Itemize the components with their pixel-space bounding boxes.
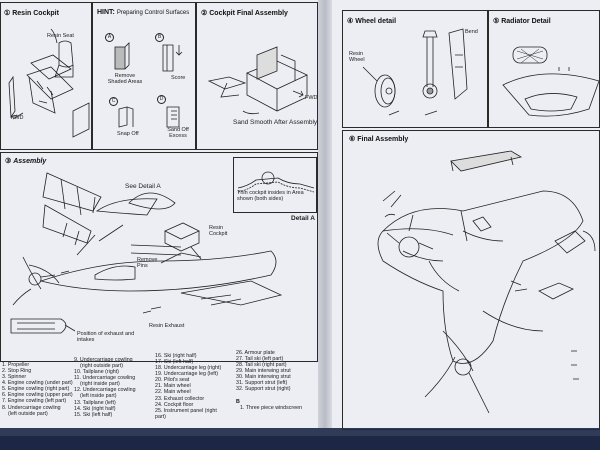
cockpit-assembly-drawing: [207, 46, 308, 115]
part-item: 15. Ski (left half): [74, 411, 113, 418]
part-item: 32. Support strut (right): [236, 386, 291, 393]
instruction-sheet: [0, 0, 600, 440]
part-item: 30. Main interwing strut: [236, 374, 291, 381]
part-item: 28. Tail ski (right part): [236, 362, 287, 369]
label-score: Score: [171, 75, 186, 81]
part-item: (right outside part): [80, 363, 123, 370]
label-fwd: FWD: [11, 115, 24, 121]
part-item: 19. Undercarriage leg (left): [155, 371, 219, 378]
part-item: 5. Engine cowling (right part): [2, 386, 70, 393]
parts-list-col-1: 1. Propeller 2. Stop Ring 3. Spinner 4. …: [2, 362, 73, 417]
final-assembly-drawing: [377, 150, 596, 414]
label-exhaust-position: Position of exhaust and intakes: [77, 331, 135, 344]
part-item: 6. Engine cowling (upper part): [2, 392, 73, 399]
detail-note: Thin cockpit insides in Area shown (both…: [237, 190, 304, 203]
parts-list-col-3: 16. Ski (right half) 17. Ski (left half)…: [155, 353, 221, 420]
panel-title: ⑤ Radiator Detail: [493, 18, 551, 25]
hint-letter-d: D: [157, 95, 166, 104]
panel-radiator-detail: ⑤ Radiator Detail: [488, 10, 600, 128]
part-item: (left outside part): [8, 410, 48, 417]
part-item: 14. Ski (right half): [74, 405, 116, 412]
label-sand-smooth: Sand Smooth After Assembly: [233, 119, 318, 126]
part-item: 11. Undercarriage cowling: [74, 375, 136, 382]
part-item: 9. Undercarriage cowling: [74, 357, 133, 363]
part-item: 27. Tail ski (left part): [236, 356, 284, 363]
label-fwd: FWD: [305, 95, 318, 101]
label-bend: Bend: [465, 29, 478, 35]
hint-drawings: [114, 42, 183, 128]
wheel-drawing: [362, 28, 468, 116]
part-item: (left inside part): [80, 393, 117, 400]
part-item: 29. Main interwing strut: [236, 368, 291, 375]
label-snap-off: Snap Off: [117, 131, 139, 137]
hint-letter-a: A: [105, 33, 114, 42]
parts-list-col-4: 26. Armour plate 27. Tail ski (left part…: [236, 350, 302, 411]
panel-assembly: ③ Assembly See Detail A Resin Cockpit Re…: [0, 152, 318, 362]
table-edge: [0, 436, 600, 450]
part-item: 10. Tailplane (right): [74, 369, 119, 376]
part-item: 18. Undercarriage leg (right): [155, 365, 222, 372]
hint-letter-c: C: [109, 97, 118, 106]
part-item: 12. Undercarriage cowling: [74, 387, 136, 394]
part-item: 26. Armour plate: [236, 350, 275, 356]
panel-title: ③ Assembly: [5, 158, 47, 165]
section-b-title: B: [236, 398, 240, 405]
label-remove-pins: Remove Pins: [137, 257, 158, 270]
label-resin-wheel: Resin Wheel: [349, 51, 365, 64]
part-item: 8. Undercarriage cowling: [2, 404, 61, 411]
part-item: 13. Tailplane (left): [74, 399, 116, 406]
label-remove-shaded: Remove Shaded Areas: [107, 73, 143, 86]
panel-wheel-detail: ④ Wheel detail Bend Resin Wheel: [342, 10, 488, 128]
part-item: 1. Three piece windscreen: [240, 404, 303, 411]
part-item: 17. Ski (left half): [155, 359, 194, 366]
label-resin-exhaust: Resin Exhaust: [149, 323, 185, 329]
part-item: 23. Exhaust collector: [155, 395, 205, 402]
part-item: 31. Support strut (left): [236, 380, 288, 387]
part-item: 24. Cockpit floor: [155, 401, 194, 408]
page-fold: [318, 0, 332, 440]
panel-cockpit-final: ② Cockpit Final Assembly FWD Sand Smooth…: [196, 2, 318, 150]
cockpit-parts-drawing: [8, 28, 90, 138]
parts-list-col-2: 9. Undercarriage cowling (right outside …: [74, 357, 136, 418]
panel-title: ⑥ Final Assembly: [349, 136, 409, 143]
panel-final-assembly: ⑥ Final Assembly: [342, 130, 600, 430]
detail-a-title: Detail A: [291, 215, 315, 222]
panel-resin-cockpit: ① Resin Cockpit Resin Seat FWD: [0, 2, 92, 150]
hint-title: HINT: Preparing Control Surfaces: [97, 9, 190, 16]
part-item: 25. Instrument panel (right: [155, 407, 217, 414]
panel-title: ④ Wheel detail: [347, 18, 397, 25]
part-item: 1. Propeller: [2, 362, 30, 368]
part-item: 16. Ski (right half): [155, 353, 197, 359]
label-see-detail-a: See Detail A: [125, 183, 161, 190]
panel-title: ① Resin Cockpit: [4, 10, 59, 17]
panel-title: ② Cockpit Final Assembly: [201, 10, 288, 17]
part-item: (right inside part): [80, 381, 120, 388]
radiator-drawing: [502, 46, 600, 117]
part-item: 3. Spinner: [2, 374, 27, 381]
label-resin-cockpit: Resin Cockpit: [209, 225, 228, 238]
part-item: 2. Stop Ring: [2, 368, 32, 375]
part-item: 4. Engine cowling (under part): [2, 380, 73, 387]
panel-hint: HINT: Preparing Control Surfaces A B C D…: [92, 2, 196, 150]
part-item: 20. Pilot's seat: [155, 377, 190, 384]
aircraft-assembly-drawing: [10, 172, 283, 334]
part-item: 21. Main wheel: [155, 383, 191, 390]
label-sand-off: Sand Off Excess: [167, 127, 189, 140]
detail-a-box: Thin cockpit insides in Area shown (both…: [233, 157, 317, 213]
part-item: part): [155, 413, 166, 420]
part-item: 22. Main wheel: [155, 389, 191, 396]
part-item: 7. Engine cowling (left part): [2, 398, 67, 405]
label-resin-seat: Resin Seat: [47, 33, 74, 39]
hint-letter-b: B: [155, 33, 164, 42]
